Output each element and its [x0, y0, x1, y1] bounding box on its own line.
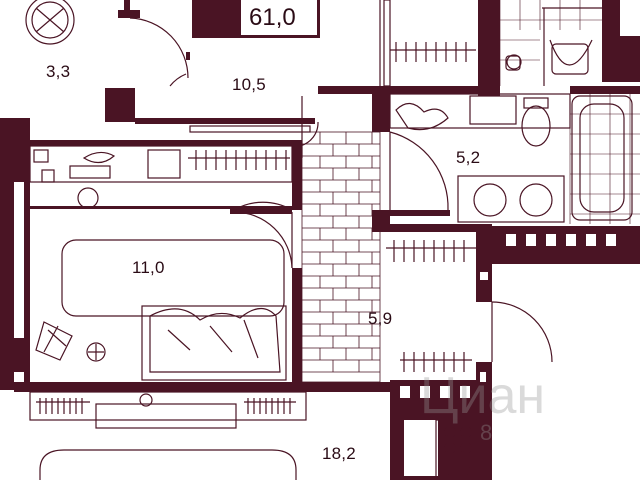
watermark-logo: Циан [420, 367, 546, 425]
room-area-kitchen-living: 10,5 [232, 75, 266, 94]
bedroom-desk [29, 145, 293, 209]
room-area-hallway: 5,9 [368, 309, 393, 328]
wall-cutouts [400, 234, 616, 476]
bed [61, 239, 287, 381]
room-area-living-room: 18,2 [322, 444, 356, 463]
bedroom-toys [35, 321, 106, 362]
hallway-tiles [301, 131, 381, 383]
kitchen-counter [189, 0, 391, 133]
doors [129, 17, 553, 363]
room-area-bathroom: 5,2 [456, 148, 481, 167]
total-area-value: 61,0 [249, 4, 296, 31]
wardrobe-hangers [188, 42, 476, 372]
room-area-bedroom: 11,0 [132, 258, 165, 277]
loggia-chair [25, 0, 75, 45]
bathroom-tiles [499, 0, 640, 224]
total-area-swatch [195, 0, 241, 35]
total-area-box: 61,0 [192, 0, 320, 38]
bathroom-fixtures [389, 7, 633, 223]
watermark-digit: 8 [480, 420, 493, 445]
room-area-loggia: 3,3 [46, 62, 71, 81]
living-room-furniture [29, 391, 477, 480]
